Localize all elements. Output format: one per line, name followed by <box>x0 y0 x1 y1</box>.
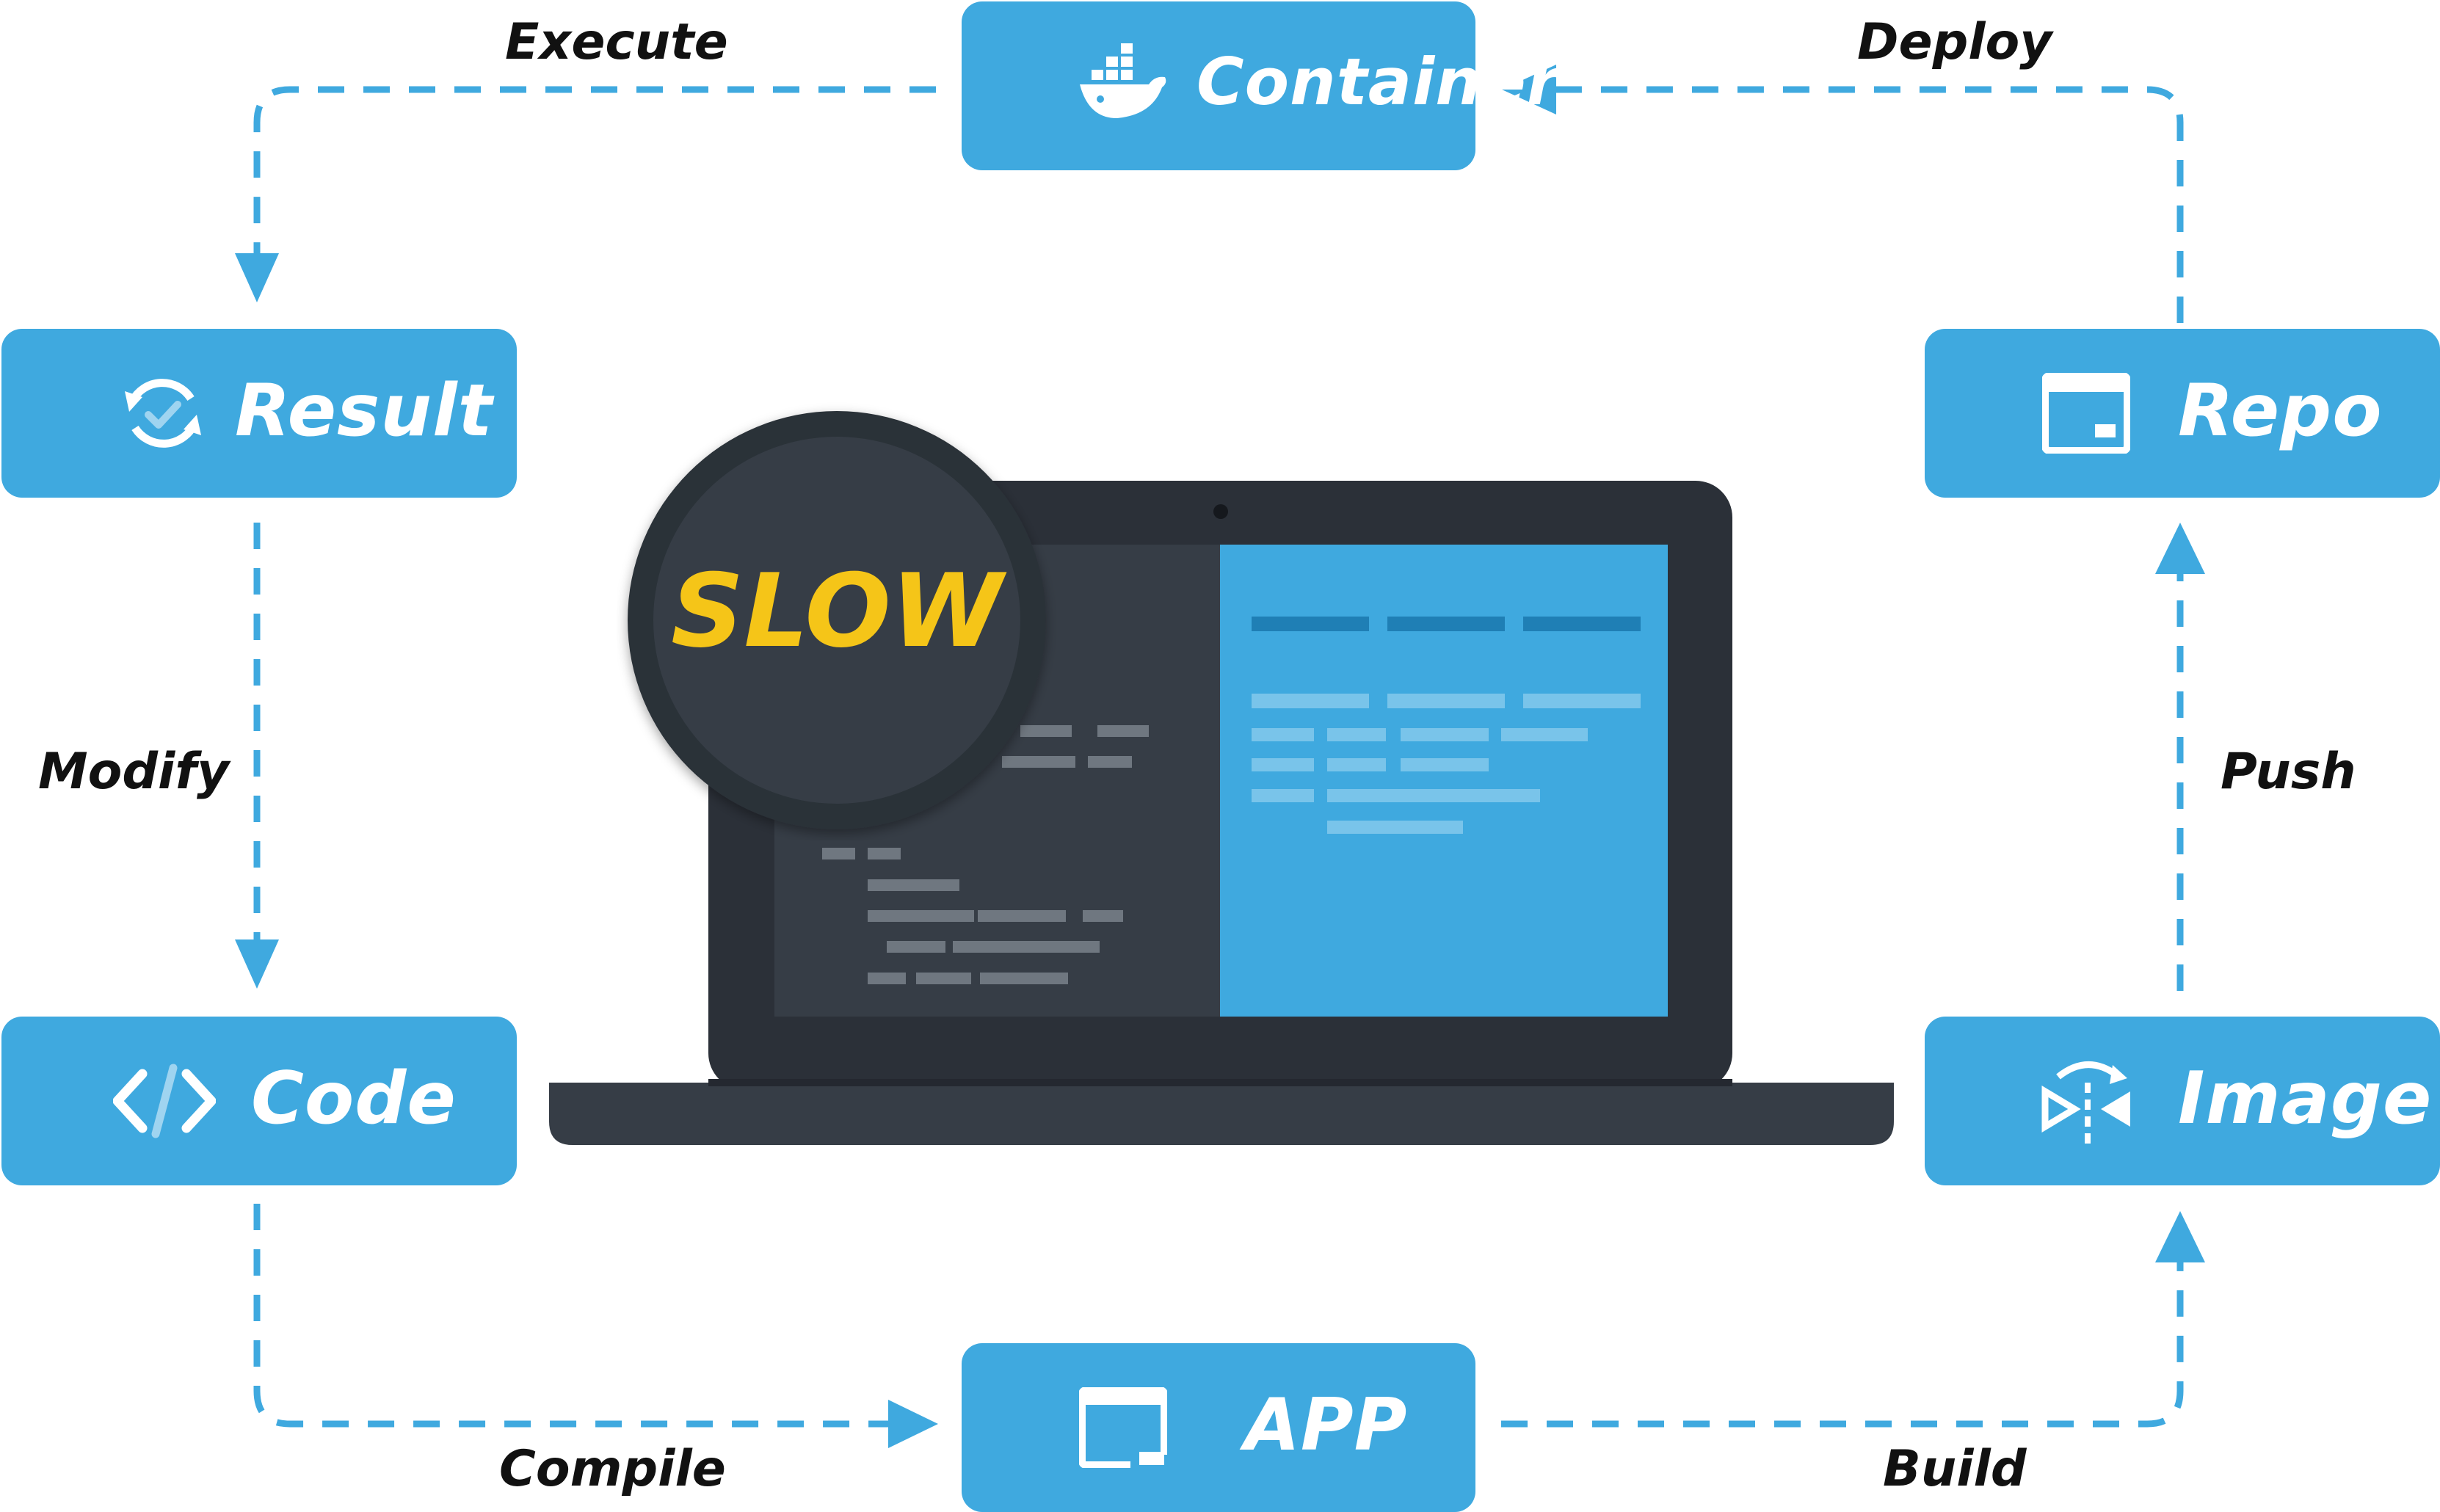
edge-label-modify: Modify <box>38 743 230 801</box>
arrowhead-execute <box>235 253 279 302</box>
edge-label-push: Push <box>2221 743 2356 801</box>
node-app[interactable]: APP <box>962 1343 1475 1512</box>
node-result[interactable]: Result <box>1 329 517 498</box>
edge-compile-line <box>253 1204 896 1428</box>
window-icon <box>2042 373 2130 454</box>
node-container-label: Container <box>1197 44 1560 120</box>
edge-label-compile: Compile <box>499 1440 726 1498</box>
preview-content-bars <box>1252 694 1641 834</box>
arrowhead-deploy <box>1502 65 1556 115</box>
edge-execute-line <box>253 86 936 253</box>
preview-header-bars <box>1252 617 1641 631</box>
node-app-label: APP <box>1244 1384 1408 1467</box>
node-repo[interactable]: Repo <box>1925 329 2440 498</box>
slow-badge: SLOW <box>628 411 1046 829</box>
laptop-camera <box>1213 504 1228 519</box>
edge-build-line <box>1501 1262 2184 1428</box>
node-image-label: Image <box>2178 1057 2433 1141</box>
node-repo-label: Repo <box>2178 369 2383 453</box>
preview-pane <box>1220 545 1668 1017</box>
node-image[interactable]: Image <box>1925 1017 2440 1185</box>
node-code[interactable]: Code <box>1 1017 517 1185</box>
arrowhead-compile <box>888 1400 938 1448</box>
arrowhead-push <box>2155 523 2205 574</box>
laptop-base <box>549 1083 1894 1145</box>
arrowhead-modify <box>235 939 279 989</box>
slow-badge-text: SLOW <box>671 552 1007 670</box>
node-result-label: Result <box>235 369 493 453</box>
editor-code-lines <box>822 725 1149 984</box>
edge-label-build: Build <box>1883 1440 2027 1498</box>
app-window-icon <box>1079 1387 1167 1468</box>
node-container[interactable]: Container <box>962 1 1558 170</box>
code-brackets-icon <box>113 1064 216 1138</box>
edge-label-execute: Execute <box>505 13 728 71</box>
edge-label-deploy: Deploy <box>1857 13 2052 71</box>
arrowhead-build <box>2155 1211 2205 1262</box>
node-code-label: Code <box>251 1057 457 1141</box>
docker-whale-icon <box>1080 43 1166 118</box>
mirror-flip-icon <box>2041 1061 2130 1146</box>
edge-deploy-line <box>1556 86 2184 323</box>
refresh-check-icon <box>125 379 201 448</box>
